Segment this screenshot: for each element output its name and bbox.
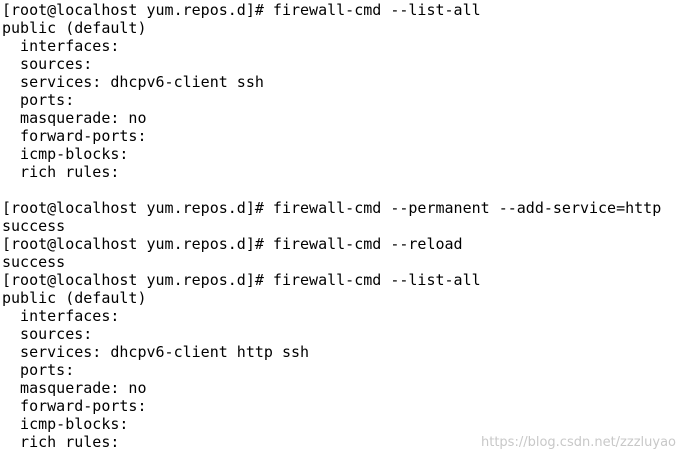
terminal-line: public (default) [2,289,147,307]
terminal-line: sources: [2,55,93,73]
terminal-line: [root@localhost yum.repos.d]# firewall-c… [2,199,662,217]
terminal-line: services: dhcpv6-client http ssh [2,343,310,361]
terminal-line [2,181,661,199]
terminal-line: [root@localhost yum.repos.d]# firewall-c… [2,235,463,253]
terminal-line: success [2,217,66,235]
terminal-line: forward-ports: [2,127,147,145]
terminal-line: ports: [2,361,75,379]
terminal-line: icmp-blocks: [2,415,129,433]
terminal-line: rich rules: [2,163,120,181]
terminal-line: public (default) [2,19,147,37]
terminal-line: sources: [2,325,93,343]
terminal-line: success [2,253,66,271]
terminal-line: icmp-blocks: [2,145,129,163]
terminal-line: [root@localhost yum.repos.d]# firewall-c… [2,271,481,289]
terminal-line: services: dhcpv6-client ssh [2,73,264,91]
terminal-line: masquerade: no [2,379,147,397]
terminal-line: ports: [2,91,75,109]
terminal-line: masquerade: no [2,109,147,127]
terminal-line: interfaces: [2,307,120,325]
terminal-line: [root@localhost yum.repos.d]# firewall-c… [2,1,481,19]
terminal-line: forward-ports: [2,397,147,415]
terminal-line: rich rules: [2,433,120,451]
terminal-line: interfaces: [2,37,120,55]
terminal-lines: [root@localhost yum.repos.d]# firewall-c… [2,1,661,451]
watermark-text: https://blog.csdn.net/zzzluyao [481,435,676,450]
